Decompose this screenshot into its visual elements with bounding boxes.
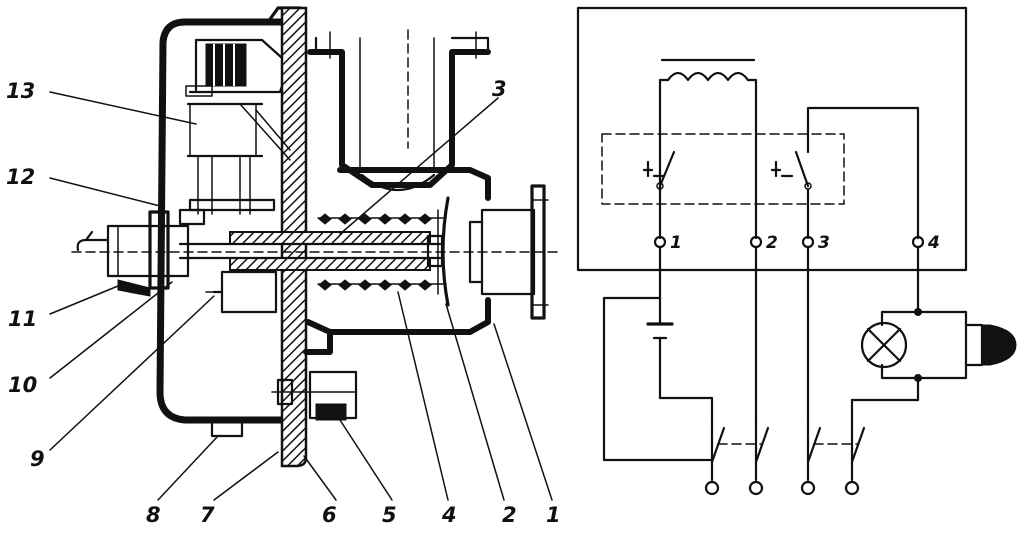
switch-area [601,133,845,205]
label-8: 8 [146,503,161,527]
cross-section-drawing: 13 12 11 10 9 8 7 6 5 4 2 1 3 [6,6,561,527]
terminal-3-label: 3 [818,233,830,253]
adjusting-screw [205,270,278,314]
load-loop [880,308,968,382]
contact-right [770,106,920,240]
lamp-icon [860,321,908,369]
relay-box [576,6,968,272]
terminal-1-label: 1 [670,233,682,253]
contact-left [642,150,676,190]
bottom-bolt [271,370,358,421]
label-9: 9 [30,447,45,471]
label-6: 6 [322,503,337,527]
label-7: 7 [200,503,215,527]
external-wiring [602,245,920,496]
terminal-2-label: 2 [766,233,778,253]
label-4: 4 [441,503,457,527]
callout-labels: 13 12 11 10 9 8 7 6 5 4 2 1 3 [6,77,561,527]
contact-stack [178,102,291,226]
end-fitting [468,184,549,320]
label-5: 5 [382,503,397,527]
spring [317,213,447,291]
label-1: 1 [546,503,561,527]
label-2: 2 [502,503,517,527]
label-10: 10 [8,373,37,397]
coil-assembly [185,38,284,97]
terminals: 1 2 3 4 [653,233,940,253]
horn-icon [964,323,1017,367]
shaft-end [76,210,190,297]
label-11: 11 [8,307,37,331]
label-13: 13 [6,79,35,103]
leader-lines [49,91,553,501]
wiring-diagram: 1 2 3 4 [576,6,1017,496]
bottom-plug [210,420,244,438]
label-3: 3 [492,77,507,101]
terminal-4-label: 4 [927,233,940,253]
label-12: 12 [6,165,35,189]
rod-and-sleeve [178,231,444,271]
valve-body [303,31,491,355]
coil-icon [658,58,758,240]
